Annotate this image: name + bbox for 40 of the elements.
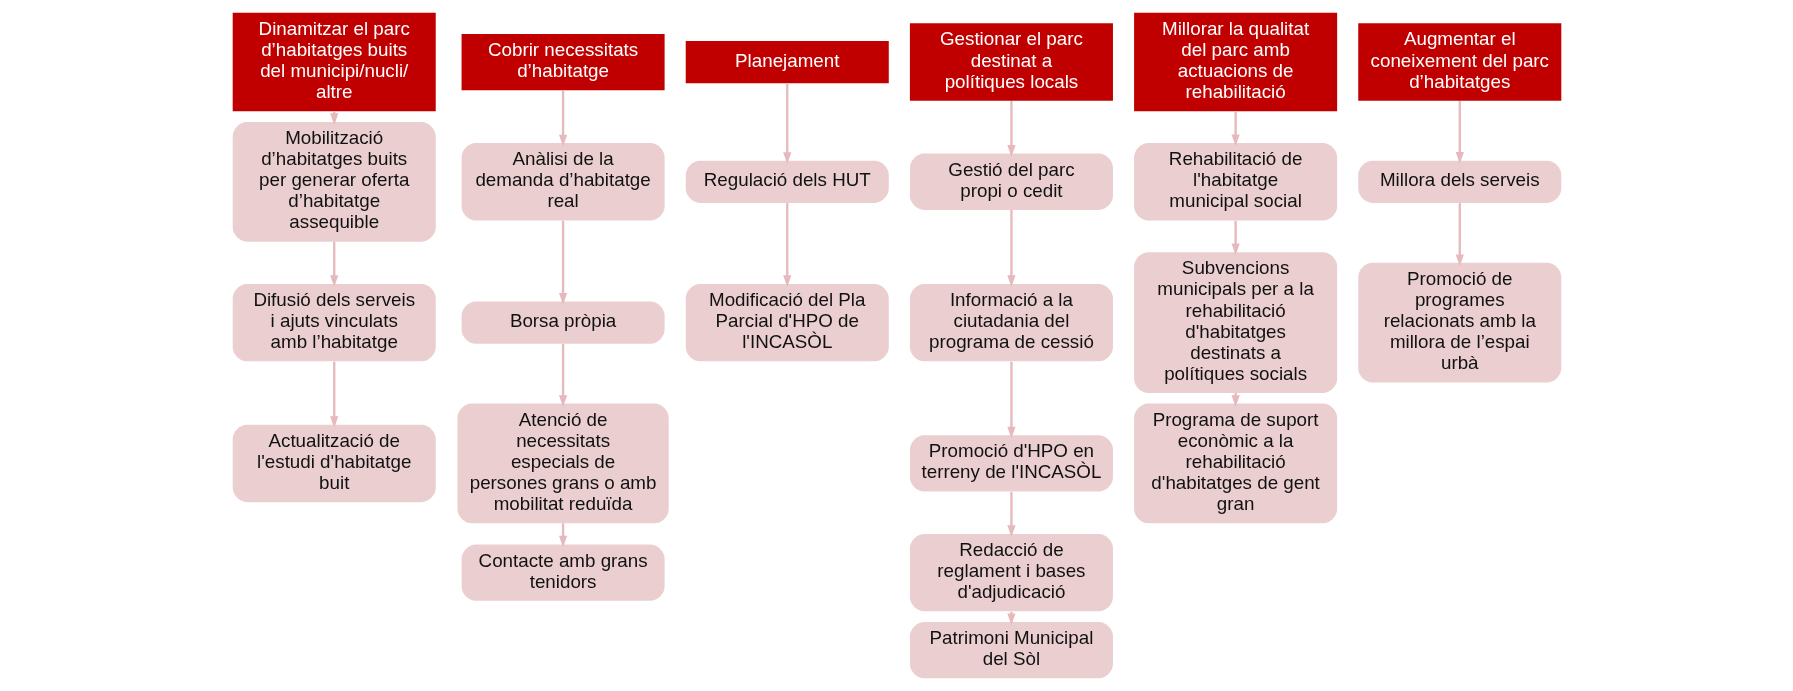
node-box: Millorar la qualitat del parc amb actuacions de rehabilitació — [1133, 12, 1337, 112]
node-box: Regulació dels HUT — [685, 160, 889, 203]
node-box: Borsa pròpia — [461, 301, 665, 344]
node-box: Modificació del Pla Parcial d'HPO de l'INCASÒL — [685, 283, 889, 362]
arrow — [1231, 111, 1240, 147]
node-box: Redacció de reglament i bases d'adjudicació — [909, 533, 1113, 612]
node-box: Promoció d'HPO en terreny de l'INCASÒL — [909, 435, 1113, 492]
node-box: Programa de suport econòmic a la rehabilitació d'habitatges de gent gran — [1133, 403, 1337, 524]
node-box: Gestió del parc propi o cedit — [909, 153, 1113, 210]
node-box: Subvencions municipals per a la rehabilitació d'habitatges destinats a polítiques socials — [1133, 252, 1337, 394]
node-box: Contacte amb grans tenidors — [461, 544, 665, 601]
arrow — [558, 90, 567, 147]
node-box: Patrimoni Municipal del Sòl — [909, 621, 1113, 679]
node-box: Millora dels serveis — [1357, 160, 1561, 203]
node-box: Rehabilitació de l'habitatge municipal social — [1133, 143, 1337, 221]
node-box: Planejament — [685, 40, 889, 84]
arrow — [558, 220, 567, 305]
arrow — [782, 83, 791, 164]
node-box: Gestionar el parc destinat a polítiques locals — [909, 23, 1113, 101]
arrow — [1455, 203, 1464, 267]
node-box: Promoció de programes relacionats amb la millora de l’espai urbà — [1357, 262, 1561, 383]
arrow — [1006, 492, 1016, 538]
node-box: Actualització de l'estudi d'habitatge buit — [232, 424, 436, 503]
arrow — [329, 361, 338, 429]
arrow — [1006, 361, 1016, 439]
node-box: Atenció de necessitats especials de persones grans o amb mobilitat reduïda — [456, 403, 669, 524]
arrow — [1006, 101, 1016, 157]
node-box: Difusió dels serveis i ajuts vinculats amb l’habitatge — [232, 283, 436, 362]
node-box: Informació a la ciutadania del programa de cessió — [909, 283, 1113, 362]
arrow — [329, 241, 338, 288]
arrow — [558, 343, 567, 408]
arrow — [1455, 101, 1464, 164]
node-box: Cobrir necessitats d’habitatge — [461, 33, 665, 91]
arrow — [782, 203, 791, 288]
node-box: Anàlisi de la demanda d’habitatge real — [461, 143, 665, 221]
node-box: Dinamitzar el parc d’habitatges buits del municipi/nucli/ altre — [232, 12, 436, 112]
node-box: Augmentar el coneixement del parc d’habitatges — [1357, 23, 1561, 101]
node-box: Mobilització d’habitatges buits per generar oferta d’habitatge assequible — [232, 121, 436, 242]
arrow — [1231, 220, 1240, 256]
arrow — [1006, 209, 1016, 288]
